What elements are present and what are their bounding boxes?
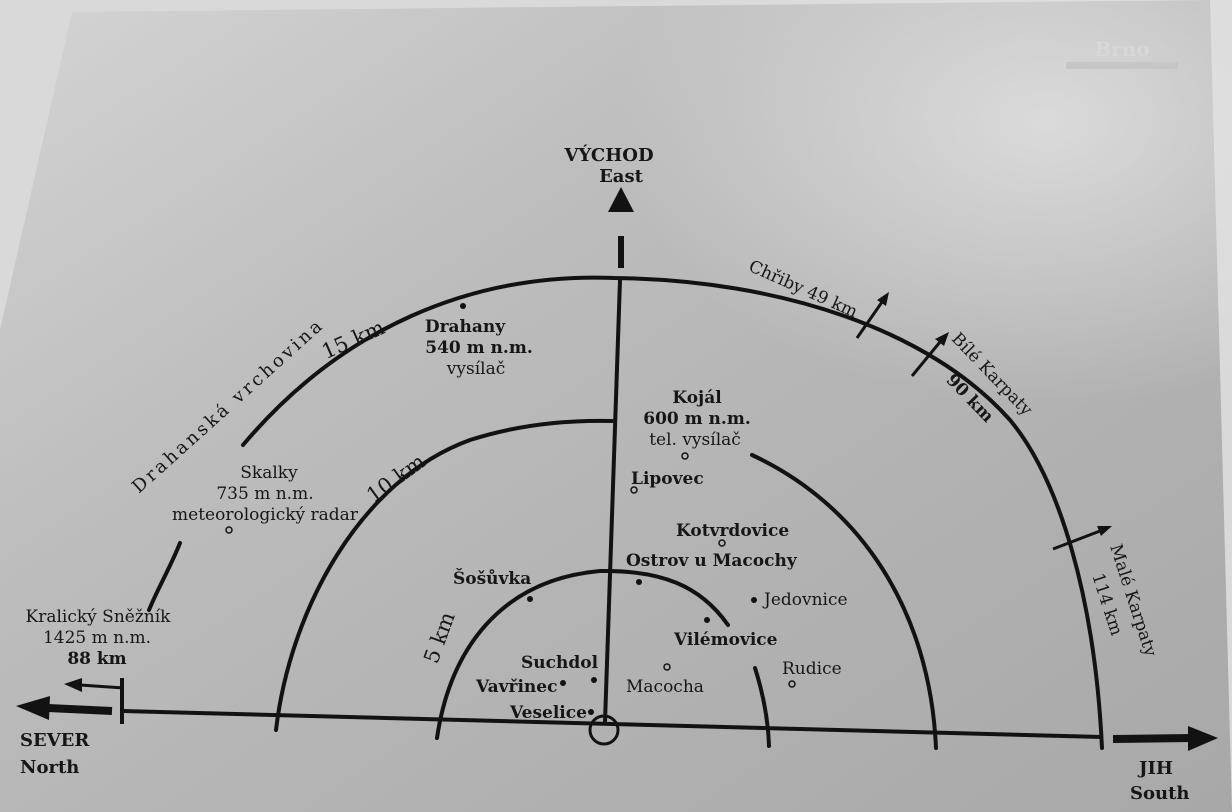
north-arrow-shaft <box>47 704 113 715</box>
kojal-name: Kojál <box>672 388 722 408</box>
chriby-arrow <box>855 301 884 339</box>
ostrov-dot <box>636 579 642 585</box>
suchdol-dot <box>591 677 597 683</box>
kojal-note: tel. vysílač <box>649 430 741 450</box>
north-cz-label: SEVER <box>20 730 90 751</box>
kralicky-dist: 88 km <box>67 649 126 669</box>
ring-15km-north-stub <box>147 541 182 612</box>
kotvrdovice-dot <box>718 539 726 547</box>
kralicky-arrow <box>79 683 125 690</box>
vavrinec-label: Vavřinec <box>475 677 557 697</box>
veselice-dot <box>588 709 594 715</box>
chriby-arrow-head <box>877 292 889 306</box>
jedovnice-label: Jedovnice <box>762 590 848 610</box>
vavrinec-dot <box>560 680 566 686</box>
skalky-elev: 735 m n.m. <box>216 484 313 504</box>
suchdol-label: Suchdol <box>521 653 599 673</box>
ring-10km-west <box>274 418 614 732</box>
ring-10km-east <box>750 453 938 750</box>
drahany-note: vysílač <box>446 359 505 379</box>
south-cz-label: JIH <box>1137 758 1173 779</box>
kralicky-arrow-head <box>64 678 82 692</box>
veselice-label: Veselice <box>509 703 587 723</box>
bile-arrow <box>910 341 942 377</box>
east-arrow-head <box>608 187 634 212</box>
east-cz-label: VÝCHOD <box>563 143 653 166</box>
brno-logo: Brno <box>1094 37 1149 61</box>
ring-5km-south-stub <box>753 666 771 748</box>
male-arrow <box>1052 529 1101 551</box>
logo-underline <box>1066 62 1178 69</box>
male-arrow-head <box>1097 526 1112 536</box>
radial-axis <box>603 279 622 723</box>
kralicky-name: Kralický Sněžník <box>26 607 172 627</box>
kotvrdovice-label: Kotvrdovice <box>676 521 789 541</box>
lipovec-label: Lipovec <box>631 469 704 489</box>
north-en-label: North <box>20 757 79 778</box>
south-arrow-head <box>1188 726 1218 751</box>
macocha-dot <box>663 663 671 671</box>
drahany-label: Drahany 540 m n.m. vysílač <box>425 303 533 379</box>
kojal-dot <box>681 452 689 460</box>
jedovnice-dot <box>751 597 757 603</box>
skalky-name: Skalky <box>240 463 298 483</box>
south-en-label: South <box>1130 783 1190 804</box>
kojal-label: Kojál 600 m n.m. tel. vysílač <box>643 388 751 460</box>
bile-arrow-head <box>935 332 949 346</box>
kralicky-label: Kralický Sněžník 1425 m n.m. 88 km <box>26 607 172 669</box>
ring-15km <box>241 275 1104 750</box>
drahany-name: Drahany <box>425 317 506 337</box>
kojal-elev: 600 m n.m. <box>643 409 751 429</box>
sosuvka-label: Šošůvka <box>453 568 531 589</box>
ostrov-label: Ostrov u Macochy <box>626 551 798 571</box>
sosuvka-dot <box>527 596 533 602</box>
drahany-elev: 540 m n.m. <box>425 338 533 358</box>
east-en-label: East <box>599 166 644 187</box>
ring-5km <box>435 568 730 740</box>
skalky-dot <box>225 526 233 534</box>
skalky-label: Skalky 735 m n.m. meteorologický radar <box>172 463 359 534</box>
macocha-label: Macocha <box>626 677 704 697</box>
north-arrow-head <box>16 696 50 720</box>
lipovec-dot <box>630 486 638 494</box>
kralicky-elev: 1425 m n.m. <box>43 628 151 648</box>
baseline <box>123 709 1103 739</box>
rudice-dot <box>788 680 796 688</box>
rudice-label: Rudice <box>782 659 842 679</box>
vilemovice-dot <box>704 617 710 623</box>
drahany-dot <box>460 303 466 309</box>
observer-point <box>588 714 620 746</box>
vilemovice-label: Vilémovice <box>673 630 778 650</box>
south-arrow-shaft <box>1112 734 1193 743</box>
skalky-note: meteorologický radar <box>172 505 359 525</box>
